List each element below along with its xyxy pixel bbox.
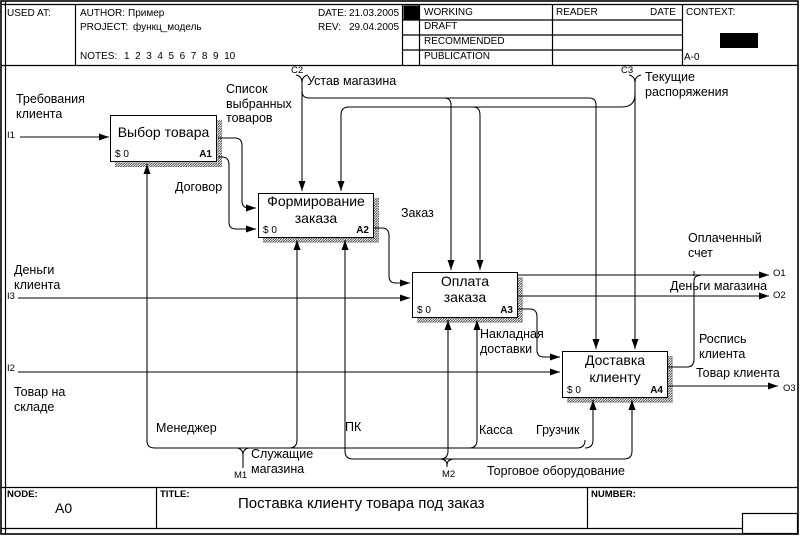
arrow-ustav-magazina-c2[interactable] (296, 74, 308, 191)
author-label: AUTHOR: (80, 8, 125, 19)
context-value: A-0 (684, 52, 700, 63)
arrow-m1-a2[interactable] (288, 240, 301, 449)
activity-box-a2[interactable]: Формирование заказа $ 0 A2 (258, 193, 374, 238)
used-at-label: USED AT: (7, 8, 51, 19)
box-a1-code: A1 (199, 148, 212, 160)
author-value: Пример (128, 8, 165, 19)
activity-box-a1[interactable]: Выбор товара $ 0 A1 (110, 115, 217, 162)
reader-date-label: DATE (650, 7, 676, 18)
arrow-m1-a3[interactable] (468, 320, 481, 449)
label-dengi-magazina[interactable]: Деньги магазина (670, 279, 768, 293)
ref-i1: I1 (7, 130, 15, 141)
arrow-m2-bundle[interactable] (344, 400, 636, 460)
ref-o1: O1 (773, 268, 786, 279)
label-oplachennyi[interactable]: Оплаченный счет (688, 231, 762, 260)
ref-i3: I3 (7, 291, 15, 302)
diagram-title: Поставка клиенту товара под заказ (238, 495, 485, 512)
notes-numbers: 1 2 3 4 5 6 7 8 9 10 (124, 51, 236, 62)
project-value: функц_модель (133, 22, 202, 33)
ref-c2: C2 (291, 65, 304, 76)
node-label: NODE: (7, 489, 38, 500)
status-working: WORKING (424, 7, 473, 18)
arrow-tekushchie-c3[interactable] (629, 74, 641, 349)
label-tovar-na-sklade[interactable]: Товар на складе (14, 385, 66, 414)
box-a1-cost: $ 0 (115, 148, 129, 160)
box-a4-title-2: клиенту (589, 368, 641, 385)
m2-border-tick[interactable] (440, 458, 454, 467)
ref-m2: M2 (442, 469, 456, 480)
label-tovar-klienta[interactable]: Товар клиента (696, 366, 780, 380)
arrow-dogovor[interactable] (218, 156, 256, 233)
arrow-kassa-a3[interactable] (439, 320, 452, 460)
box-a2-cost: $ 0 (263, 224, 277, 236)
arrow-spisok-tovarov[interactable] (218, 137, 256, 212)
activity-box-a3[interactable]: Оплата заказа $ 0 A3 (412, 272, 518, 318)
status-publication: PUBLICATION (424, 51, 490, 62)
label-trebovaniya[interactable]: Требования клиента (16, 92, 85, 121)
arrow-c2-branch-a4[interactable] (301, 90, 600, 349)
label-pk[interactable]: ПК (345, 420, 362, 434)
label-rospis[interactable]: Роспись клиента (699, 332, 747, 361)
arrow-c3-branch-a2[interactable] (337, 93, 636, 191)
box-a3-title-1: Оплата (440, 272, 490, 289)
label-dengi-klienta[interactable]: Деньги клиента (14, 263, 61, 292)
arrow-nakladnaya-dostavki[interactable] (518, 308, 560, 361)
date-value: 21.03.2005 (349, 8, 400, 19)
ref-c3: C3 (621, 65, 634, 76)
arrow-m1-bundle[interactable] (146, 400, 593, 449)
label-tekushchie[interactable]: Текущие распоряжения (645, 70, 729, 99)
context-glyph (720, 33, 758, 48)
box-a3-cost: $ 0 (417, 304, 431, 316)
ref-o2: O2 (773, 290, 786, 301)
status-draft: DRAFT (424, 21, 458, 32)
box-a2-code: A2 (356, 224, 369, 236)
label-spisok[interactable]: Список выбранных товаров (226, 82, 292, 125)
label-gruzchik[interactable]: Грузчик (536, 423, 580, 437)
number-box (741, 512, 799, 535)
box-a3-code: A3 (500, 304, 513, 316)
arrow-c2-branch-a3[interactable] (443, 97, 455, 270)
box-a1-title: Выбор товара (117, 124, 210, 141)
ref-m1: M1 (234, 470, 248, 481)
context-label: CONTEXT: (686, 7, 736, 18)
label-kassa[interactable]: Касса (479, 423, 513, 437)
node-value: A0 (55, 500, 73, 516)
label-torgovoe[interactable]: Торговое оборудование (487, 464, 625, 478)
rev-label: REV: (318, 22, 341, 33)
arrow-c3-branch-a3[interactable] (472, 106, 484, 270)
label-ustav[interactable]: Устав магазина (307, 74, 397, 88)
box-a4-cost: $ 0 (567, 384, 581, 396)
label-zakaz[interactable]: Заказ (401, 206, 434, 220)
notes-label: NOTES: (80, 51, 118, 62)
title-label: TITLE: (160, 489, 190, 500)
activity-box-a4[interactable]: Доставка клиенту $ 0 A4 (562, 351, 668, 398)
rev-value: 29.04.2005 (349, 22, 400, 33)
arrow-rospis-klienta[interactable] (668, 271, 701, 368)
box-a2-title-1: Формирование (267, 193, 365, 210)
arrow-zakaz[interactable] (374, 227, 410, 287)
ref-o3: O3 (783, 383, 796, 394)
box-a4-title-1: Доставка (584, 352, 646, 369)
box-a3-title-2: заказа (443, 289, 487, 305)
number-label: NUMBER: (591, 489, 636, 500)
reader-label: READER (556, 7, 598, 18)
ref-i2: I2 (7, 363, 15, 374)
label-menedzher[interactable]: Менеджер (156, 421, 217, 435)
label-dogovor[interactable]: Договор (175, 180, 223, 194)
project-label: PROJECT: (80, 22, 129, 33)
box-a4-code: A4 (650, 384, 663, 396)
m1-border-tick[interactable] (236, 447, 250, 468)
status-recommended: RECOMMENDED (424, 36, 505, 47)
working-marker (403, 5, 419, 20)
date-label: DATE: (318, 8, 347, 19)
box-a2-title-2: заказа (294, 209, 338, 226)
label-nakladnaya[interactable]: Накладная доставки (480, 327, 544, 356)
label-sluzhashchie[interactable]: Служащие магазина (251, 447, 314, 476)
